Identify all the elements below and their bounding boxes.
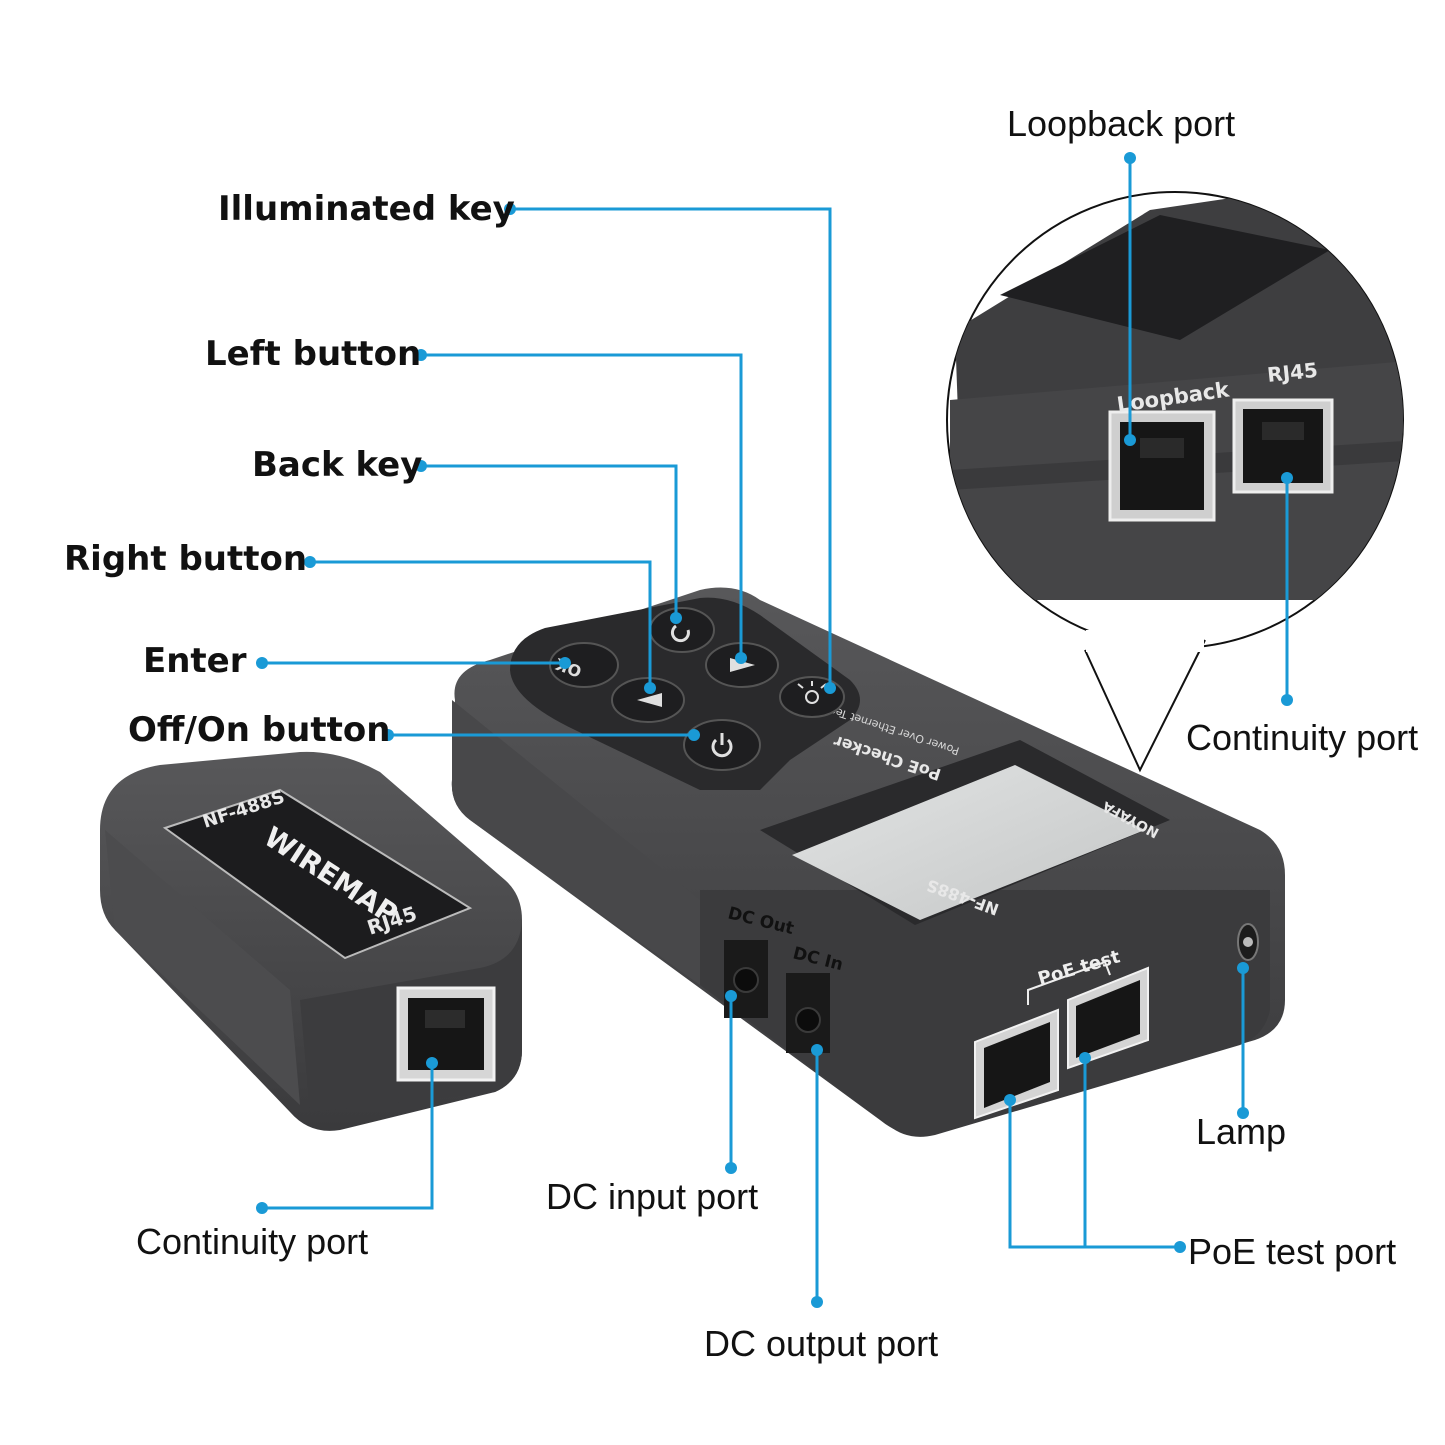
key-right bbox=[611, 677, 685, 723]
poe-port-1 bbox=[974, 1008, 1059, 1120]
inset-magnifier: Loopback RJ45 bbox=[946, 191, 1404, 773]
callout-poe-test-port: PoE test port bbox=[1188, 1231, 1397, 1272]
main-unit: PoE Checker Power Over Ethernet Tester N… bbox=[451, 587, 1285, 1137]
callout-enter: Enter bbox=[143, 641, 247, 681]
remote-rj45-port bbox=[396, 986, 496, 1082]
key-power bbox=[683, 719, 761, 771]
inset-rj45-label: RJ45 bbox=[1266, 358, 1319, 387]
callout-back-key: Back key bbox=[252, 445, 423, 485]
callout-off-on-button: Off/On button bbox=[128, 710, 391, 750]
dc-in-jack bbox=[786, 973, 830, 1053]
lamp bbox=[1237, 923, 1259, 961]
poe-port-2 bbox=[1067, 966, 1149, 1070]
leader-illuminated-key bbox=[510, 207, 832, 688]
callout-continuity-port-inset: Continuity port bbox=[1186, 717, 1419, 758]
remote-unit: NF-488S WIREMAP RJ45 bbox=[100, 751, 522, 1131]
callout-continuity-port-remote: Continuity port bbox=[136, 1221, 369, 1262]
leader-continuity-remote bbox=[262, 1063, 434, 1210]
callout-left-button: Left button bbox=[205, 334, 422, 374]
leader-lines bbox=[262, 158, 1289, 1302]
leader-left-button bbox=[421, 353, 743, 658]
callout-dc-input-port: DC input port bbox=[546, 1176, 759, 1217]
callout-right-button: Right button bbox=[64, 539, 308, 579]
leader-right-button bbox=[310, 560, 652, 688]
key-back bbox=[649, 607, 715, 653]
leader-back-key bbox=[421, 464, 678, 618]
leader-dots bbox=[256, 152, 1293, 1308]
inset-loopback-port bbox=[1108, 410, 1216, 522]
leader-poe-test-a bbox=[1008, 1100, 1180, 1249]
lcd-screen bbox=[792, 765, 1145, 920]
callout-dc-output-port: DC output port bbox=[704, 1323, 939, 1364]
key-illuminate bbox=[779, 676, 845, 718]
callout-loopback-port: Loopback port bbox=[1007, 103, 1236, 144]
callout-lamp: Lamp bbox=[1196, 1111, 1287, 1152]
key-enter: OK bbox=[549, 642, 619, 688]
callout-illuminated-key: Illuminated key bbox=[218, 189, 515, 229]
